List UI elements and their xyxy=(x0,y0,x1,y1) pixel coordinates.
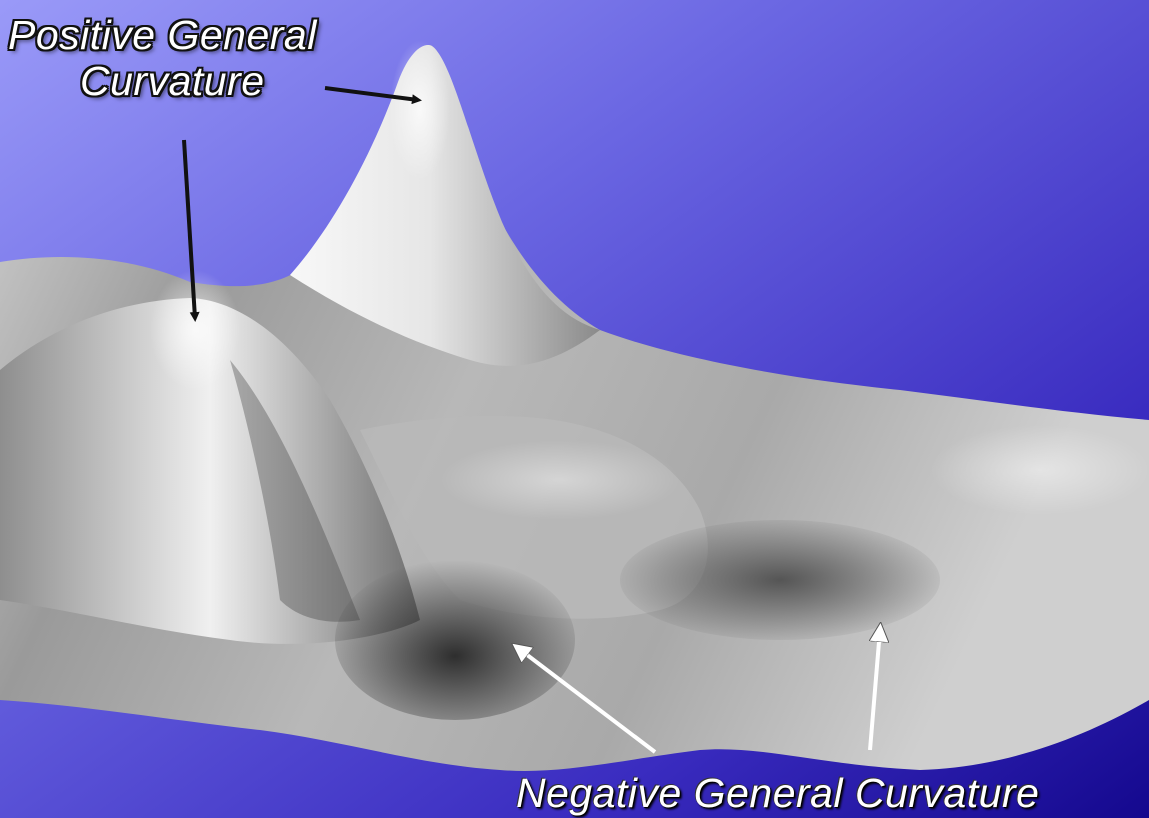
positive-arrow-hill xyxy=(182,139,200,322)
hill-highlight xyxy=(150,270,240,390)
dark-pit xyxy=(335,560,575,720)
positive-curvature-label: Positive General Curvature xyxy=(8,12,317,104)
right-highlight xyxy=(930,425,1149,515)
valley-shadow xyxy=(620,520,940,640)
negative-arrow-pit xyxy=(518,648,657,754)
front-hill xyxy=(0,298,420,644)
negative-curvature-label: Negative General Curvature xyxy=(516,770,1040,816)
peak-highlight xyxy=(390,40,450,180)
positive-label-line2: Curvature xyxy=(80,58,265,104)
positive-arrow-peak xyxy=(324,86,422,105)
tall-peak xyxy=(290,45,600,366)
negative-arrow-valley xyxy=(868,630,880,751)
positive-label-line1: Positive General xyxy=(8,12,317,58)
ridge-highlight xyxy=(440,440,680,520)
crease-shadow xyxy=(230,360,360,622)
